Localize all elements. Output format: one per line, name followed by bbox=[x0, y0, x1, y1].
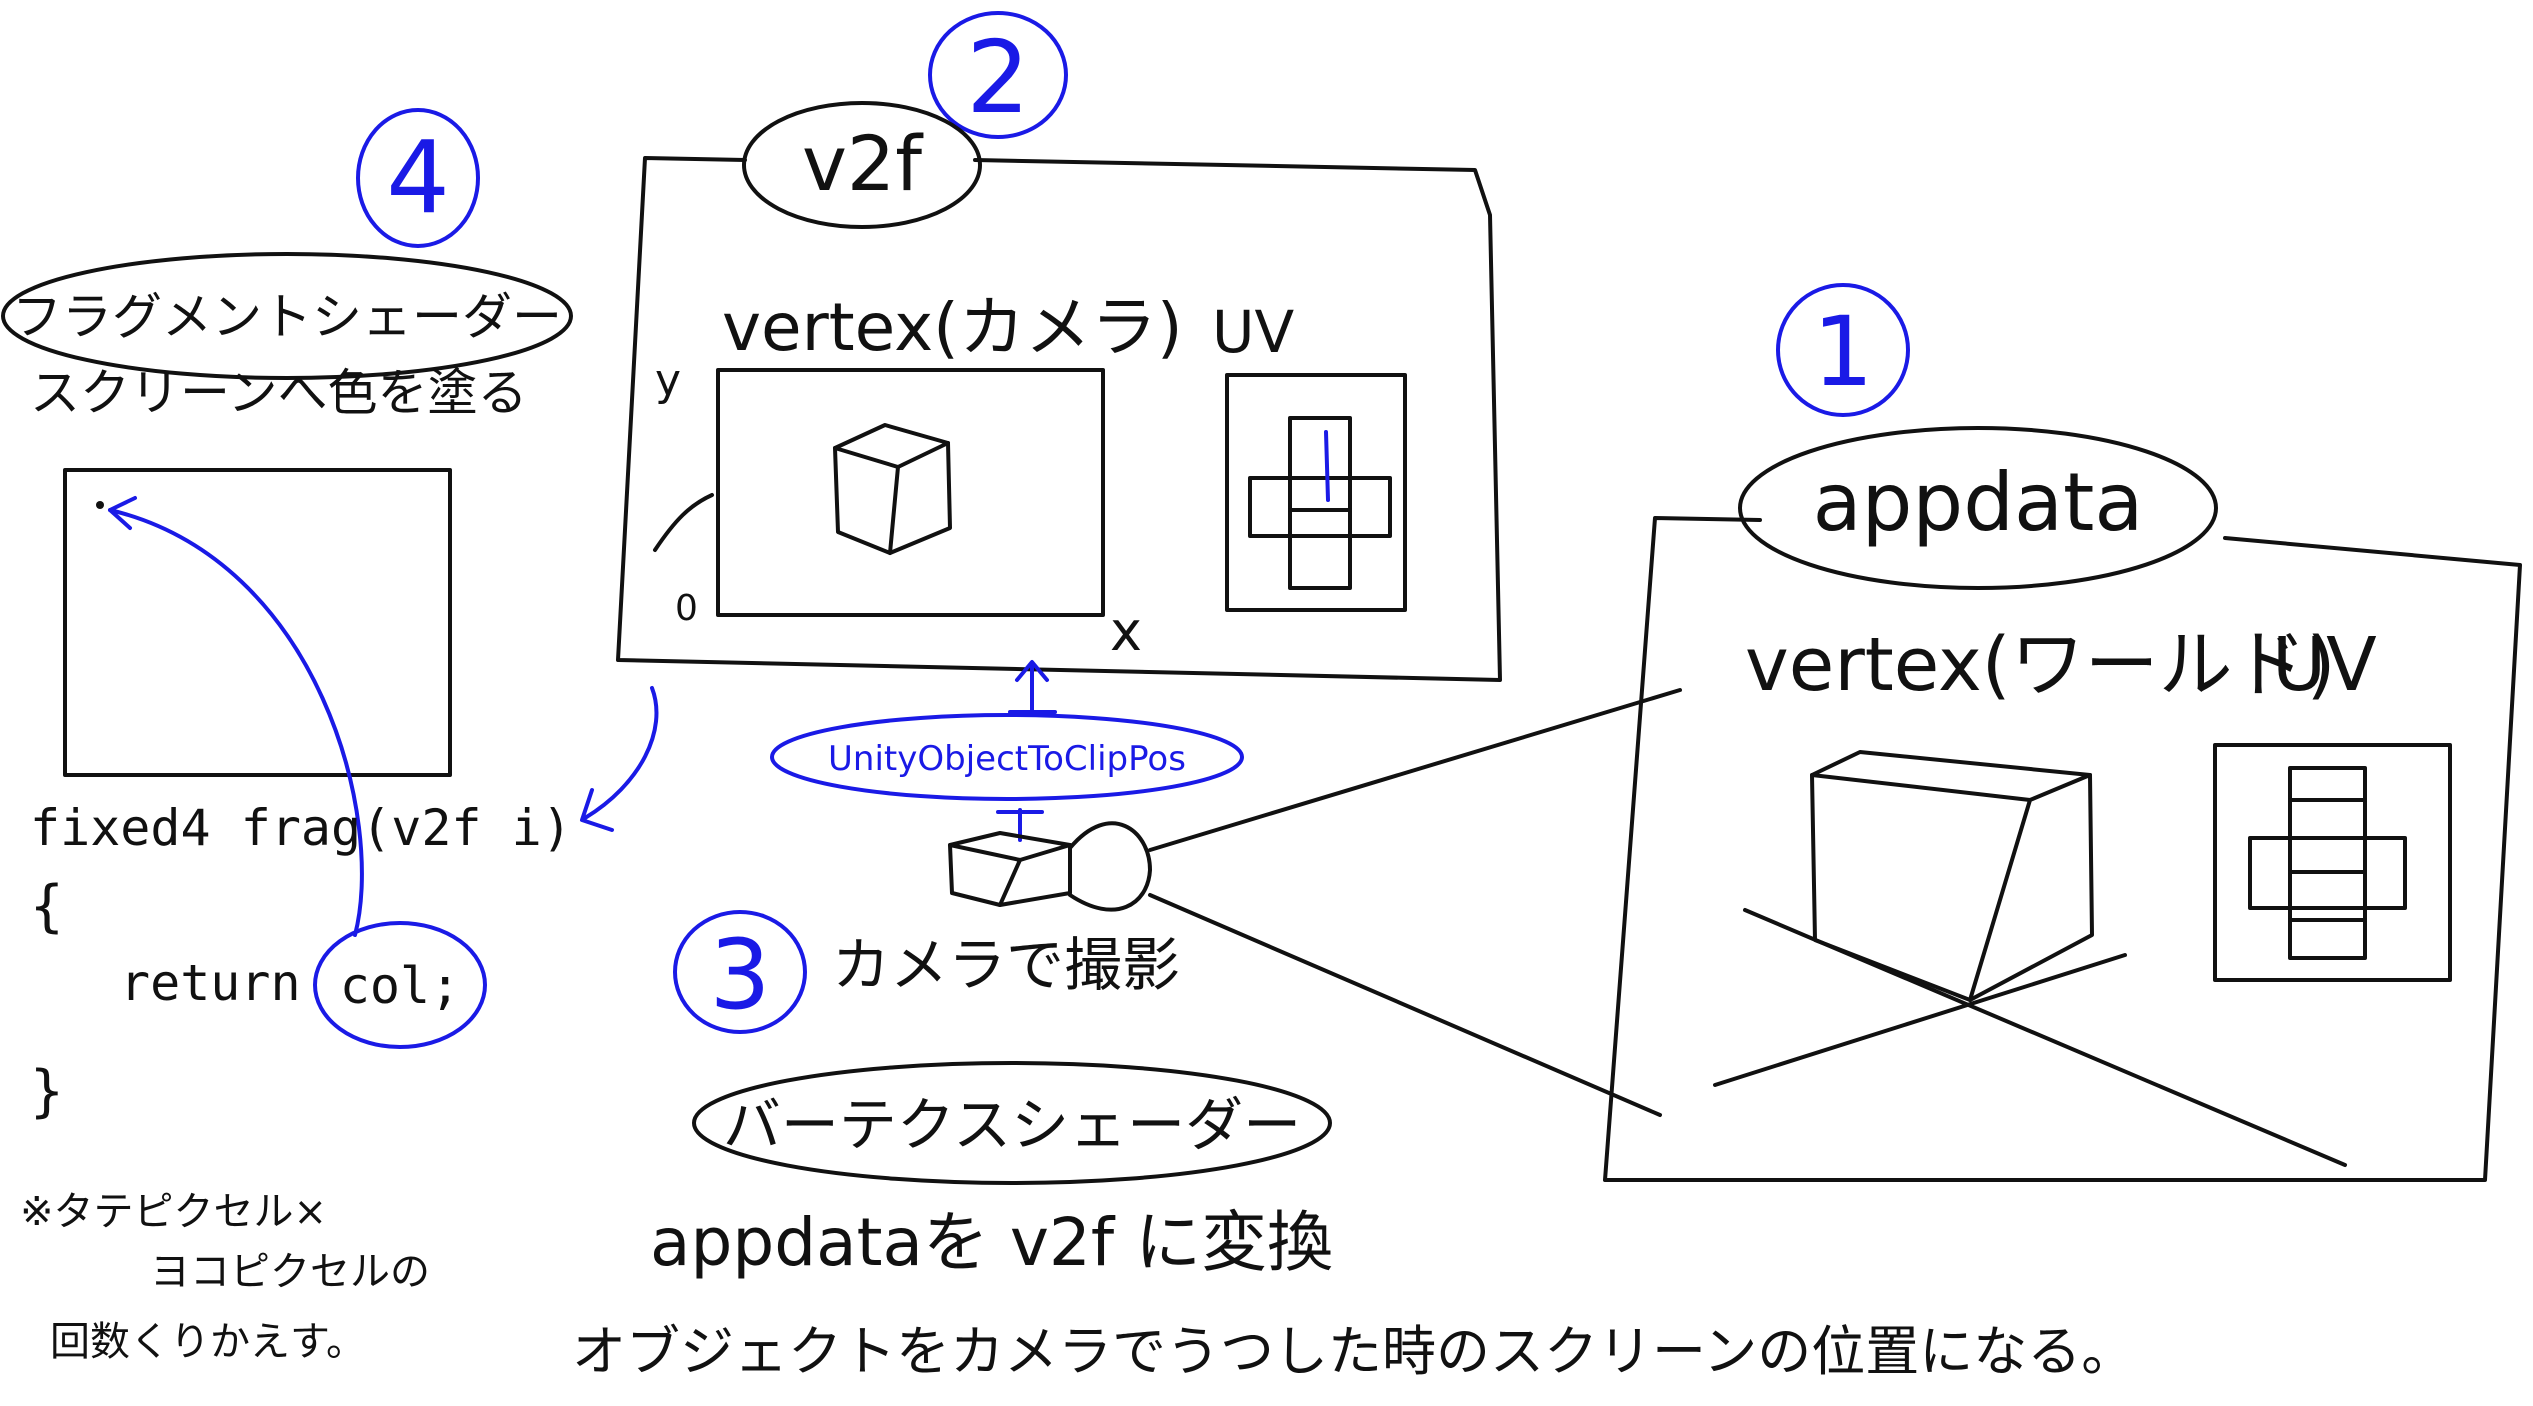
code-signature: fixed4 frag(v2f i) bbox=[30, 799, 572, 857]
code-close-brace: } bbox=[30, 1059, 64, 1124]
appdata-title-oval bbox=[1738, 426, 2218, 590]
badge-3: 3 bbox=[673, 910, 807, 1034]
fragment-shader-title: フラグメントシェーダー bbox=[12, 288, 562, 346]
code-return-keyword: return bbox=[120, 954, 301, 1012]
code-open-brace: { bbox=[30, 874, 64, 939]
code-return-value: col; bbox=[340, 957, 460, 1015]
v2f-axis-origin: 0 bbox=[675, 588, 698, 629]
unity-object-to-clip-pos-oval bbox=[770, 713, 1244, 801]
camera-sight-line-upper bbox=[1148, 688, 1682, 852]
note-line-3: 回数くりかえす。 bbox=[50, 1319, 366, 1365]
fragment-shader-subtitle: スクリーンへ色を塗る bbox=[30, 364, 528, 422]
badge-4: 4 bbox=[356, 108, 480, 248]
vertex-shader-line-2: オブジェクトをカメラでうつした時のスクリーンの位置になる。 bbox=[572, 1320, 2135, 1383]
appdata-uv-net bbox=[2248, 766, 2407, 960]
clip-to-v2f-arrowhead bbox=[1015, 660, 1049, 682]
col-to-pixel-arrowhead bbox=[108, 496, 137, 530]
v2f-camera-view bbox=[716, 368, 1105, 617]
col-highlight-circle bbox=[313, 921, 487, 1049]
v2f-cube bbox=[833, 423, 952, 555]
vertex-shader-section: バーテクスシェーダー appdataを v2f に変換 オブジェクトをカメラでう… bbox=[572, 1061, 2135, 1383]
appdata-cube bbox=[1810, 750, 2094, 1002]
vertex-shader-title: バーテクスシェーダー bbox=[723, 1091, 1301, 1159]
v2f-uv-net bbox=[1248, 416, 1392, 590]
note-line-2: ヨコピクセルの bbox=[150, 1249, 430, 1295]
appdata-cross-line-1 bbox=[1743, 908, 2347, 1167]
appdata-cross-line-2 bbox=[1713, 953, 2127, 1087]
v2f-frame bbox=[616, 156, 1502, 682]
screen-rectangle bbox=[63, 468, 452, 777]
appdata-uv-box bbox=[2213, 743, 2452, 982]
v2f-title: v2f bbox=[802, 119, 924, 208]
v2f-title-oval bbox=[742, 101, 982, 229]
badge-2: 2 bbox=[928, 11, 1068, 139]
appdata-frame bbox=[1603, 516, 2522, 1182]
v2f-axis-y: y bbox=[655, 355, 681, 406]
fragment-shader-title-oval bbox=[1, 252, 573, 380]
v2f-axis-x: x bbox=[1110, 600, 1142, 663]
fragment-shader-section: フラグメントシェーダー スクリーンへ色を塗る fixed4 frag(v2f i… bbox=[1, 252, 573, 1365]
camera-caption: カメラで撮影 bbox=[832, 931, 1180, 999]
v2f-vertex-label: vertex(カメラ) bbox=[722, 289, 1183, 366]
note-line-1: ※タテピクセル× bbox=[20, 1189, 327, 1235]
v2f-axis-curve bbox=[653, 493, 714, 552]
appdata-uv-label: UV bbox=[2272, 622, 2377, 708]
vertex-shader-line-1: appdataを v2f に変換 bbox=[650, 1204, 1333, 1281]
v2f-uv-box bbox=[1225, 373, 1407, 612]
badge-2-label: 2 bbox=[966, 19, 1030, 136]
vertex-shader-title-oval bbox=[692, 1061, 1332, 1185]
appdata-title: appdata bbox=[1813, 456, 2144, 549]
badge-3-label: 3 bbox=[709, 919, 770, 1031]
v2f-panel: v2f vertex(カメラ) UV y 0 x bbox=[616, 101, 1502, 682]
pixel-dot bbox=[96, 501, 104, 509]
col-to-pixel-arrow bbox=[108, 508, 364, 937]
badge-1: 1 bbox=[1776, 283, 1910, 417]
badge-4-label: 4 bbox=[386, 119, 450, 236]
v2f-to-fragment-arrow bbox=[583, 686, 659, 820]
badge-1-label: 1 bbox=[1812, 296, 1873, 408]
appdata-vertex-label: vertex(ワールド) bbox=[1745, 622, 2336, 708]
appdata-panel: appdata vertex(ワールド) UV bbox=[1603, 426, 2522, 1182]
v2f-uv-label: UV bbox=[1212, 298, 1294, 366]
camera-icon bbox=[948, 821, 1152, 912]
camera-sight-line-lower bbox=[1148, 893, 1662, 1117]
unity-object-to-clip-pos-label: UnityObjectToClipPos bbox=[828, 739, 1186, 779]
v2f-to-fragment-arrowhead bbox=[580, 788, 614, 832]
camera-section: UnityObjectToClipPos カメラで撮影 bbox=[770, 660, 1244, 999]
